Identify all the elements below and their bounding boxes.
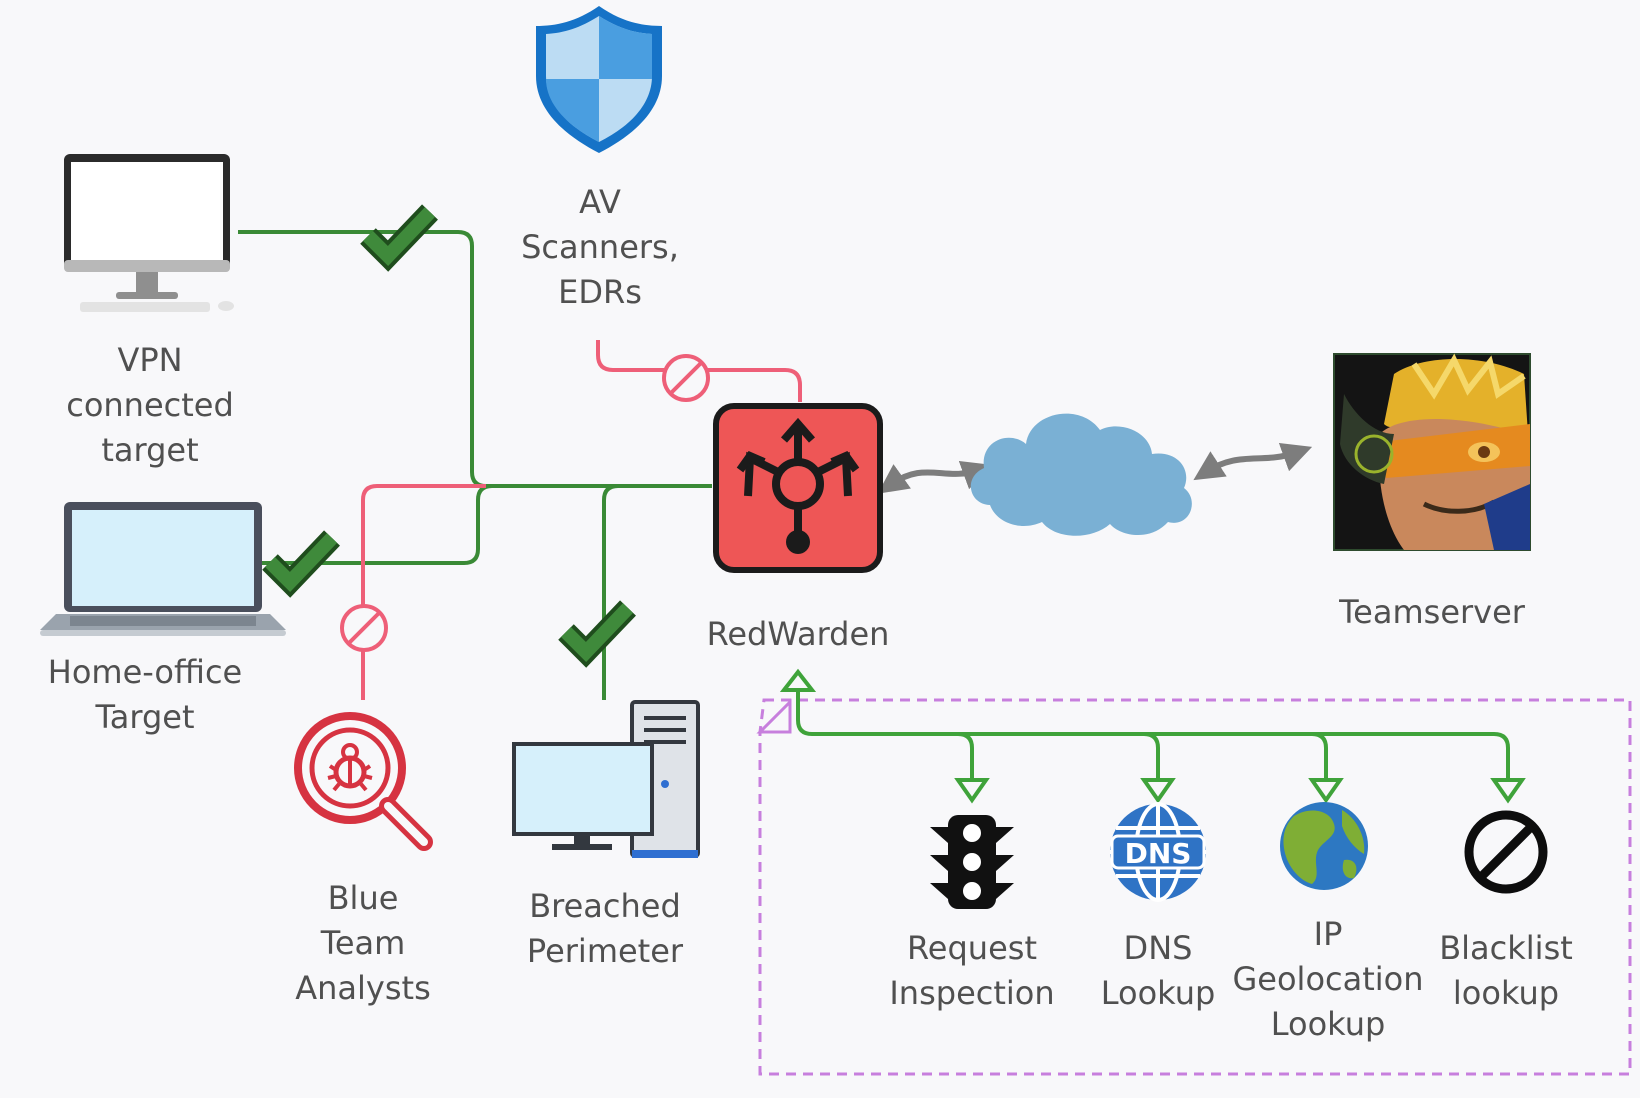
request-inspection-label: Request Inspection — [889, 929, 1055, 1012]
arrow-cloud-teamserver — [1193, 442, 1313, 481]
redirector-icon — [713, 403, 883, 573]
shield-icon — [536, 6, 662, 153]
home-office-label: Home-office Target — [47, 653, 243, 736]
arrow-redwarden-cloud — [877, 461, 993, 494]
earth-globe-icon — [1280, 802, 1368, 890]
traffic-light-icon — [930, 815, 1014, 909]
bug-magnifier-icon — [294, 712, 433, 851]
checkmark-icon — [262, 530, 340, 598]
dns-globe-icon: DNS — [1110, 802, 1206, 902]
teamserver-label: Teamserver — [1339, 593, 1525, 631]
prohibited-icon — [340, 604, 388, 652]
checkmark-icon — [360, 204, 438, 272]
prohibited-icon — [1464, 810, 1548, 894]
checks-bus — [779, 668, 1526, 804]
av-scanners-label: AV Scanners, EDRs — [521, 183, 679, 311]
line-breached-to-redwarden — [602, 484, 619, 700]
checks-panel — [756, 698, 1632, 1076]
dns-icon-text: DNS — [1125, 837, 1192, 870]
checkmark-icon — [558, 600, 636, 668]
line-blueteam-to-redwarden — [361, 484, 486, 700]
cloud-icon — [970, 413, 1192, 536]
line-homeoffice-to-redwarden — [242, 484, 493, 565]
workstation-tower-icon — [512, 700, 700, 858]
blue-team-label: Blue Team Analysts — [295, 879, 431, 1007]
prohibited-icon — [662, 354, 710, 402]
desktop-monitor-icon — [64, 154, 234, 312]
vpn-target-label: VPN connected target — [66, 341, 234, 469]
breached-perimeter-label: Breached Perimeter — [526, 887, 684, 970]
blacklist-lookup-label: Blacklist lookup — [1439, 929, 1573, 1012]
laptop-icon — [40, 502, 286, 636]
dns-lookup-label: DNS Lookup — [1100, 929, 1216, 1012]
ip-geolocation-label: IP Geolocation Lookup — [1232, 915, 1424, 1043]
redwarden-label: RedWarden — [706, 615, 890, 653]
teamserver-avatar-icon — [1333, 353, 1531, 551]
